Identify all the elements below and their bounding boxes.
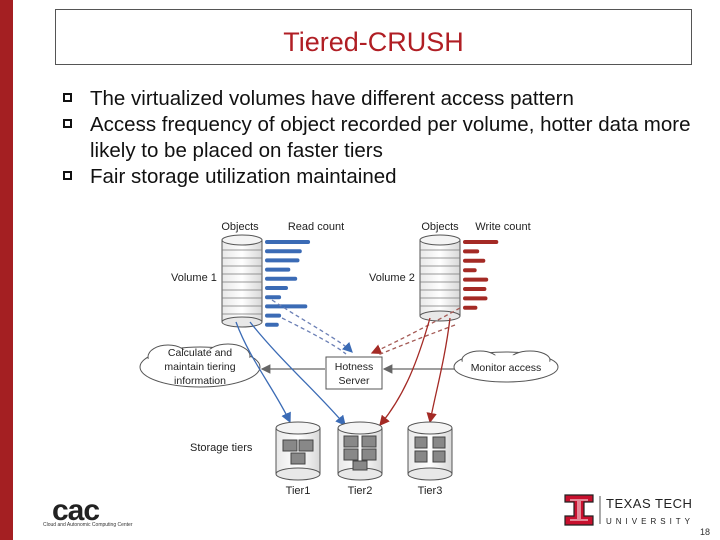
storage-tiers-label: Storage tiers: [190, 442, 253, 454]
ttu-line1: TEXAS TECH: [606, 496, 692, 511]
bullet-item: Fair storage utilization maintained: [62, 164, 712, 190]
bullet-item: The virtualized volumes have different a…: [62, 86, 712, 112]
double-t-logo: [564, 494, 594, 526]
write-count-bar: [463, 240, 499, 244]
read-count-bar: [265, 313, 282, 318]
calc-text-line: information: [174, 375, 226, 387]
tier1-label: Tier1: [286, 485, 311, 497]
read-count-bar: [265, 267, 291, 272]
read-count-bar: [265, 286, 288, 290]
write-count-bar: [463, 287, 487, 291]
square-bullet-icon: [63, 171, 72, 180]
hotness-server: Hotness Server: [325, 356, 383, 390]
dashed-read-flow-2: [281, 317, 347, 355]
bullet-text: Access frequency of object recorded per …: [90, 113, 691, 162]
calc-text-line: Calculate and: [168, 347, 232, 359]
bullet-item: Access frequency of object recorded per …: [62, 112, 712, 164]
dashed-write-flow-2: [377, 324, 456, 356]
page-number: 18: [699, 527, 710, 537]
write-count-bars: [463, 240, 499, 310]
read-to-tier2-arrow: [249, 321, 346, 426]
write-to-tier3-arrow: [426, 317, 451, 424]
cac-logo-text: cac: [52, 494, 99, 527]
read-count-bars: [265, 240, 311, 327]
tier2-label: Tier2: [348, 485, 373, 497]
server-text-line: Hotness: [335, 361, 374, 373]
read-count-bar: [265, 304, 308, 309]
title-box: Tiered-CRUSH: [55, 9, 692, 65]
read-to-tier1-arrow: [235, 321, 291, 424]
dashed-read-flow: [271, 299, 353, 353]
bullet-text: Fair storage utilization maintained: [90, 165, 397, 188]
volume2-cylinder: [419, 234, 461, 322]
cac-logo: cac Cloud and Autonomic Computing Center: [43, 494, 133, 528]
sidebar-stripe: [0, 0, 13, 540]
square-bullet-icon: [63, 93, 72, 102]
tier2-cylinder: [337, 421, 383, 481]
tier1-cylinder: [275, 421, 321, 481]
read-count-bar: [265, 258, 300, 263]
read-count-bar: [265, 240, 311, 244]
calc-text-line: maintain tiering: [164, 361, 235, 373]
square-bullet-icon: [63, 119, 72, 128]
vol1-objects-label: Objects: [221, 221, 259, 233]
bullet-list: The virtualized volumes have different a…: [62, 86, 712, 190]
write-count-bar: [463, 258, 486, 263]
write-count-bar: [463, 305, 478, 310]
read-count-bar: [265, 295, 282, 300]
read-count-bar: [265, 276, 298, 281]
slide-title: Tiered-CRUSH: [283, 27, 464, 57]
tier3-cylinder: [407, 421, 453, 481]
volume1-cylinder: [221, 234, 263, 328]
dashed-write-flow: [370, 307, 461, 355]
write-count-bar: [463, 249, 480, 254]
write-count-bar: [463, 296, 488, 301]
write-count-bar: [463, 277, 489, 282]
vol2-objects-label: Objects: [421, 221, 459, 233]
vol2-label: Volume 2: [369, 272, 415, 284]
server-text-line: Server: [339, 375, 370, 387]
calculate-cloud: Calculate and maintain tiering informati…: [139, 343, 261, 388]
monitor-text: Monitor access: [471, 362, 542, 374]
vol1-label: Volume 1: [171, 272, 217, 284]
tier3-label: Tier3: [418, 485, 443, 497]
read-count-bar: [265, 249, 302, 254]
cac-subtitle: Cloud and Autonomic Computing Center: [43, 522, 133, 528]
vol1-count-label: Read count: [288, 221, 344, 233]
write-to-tier2-arrow: [379, 317, 431, 426]
read-count-bar: [265, 322, 279, 327]
bullet-text: The virtualized volumes have different a…: [90, 87, 574, 110]
monitor-cloud: Monitor access: [453, 350, 559, 383]
write-count-bar: [463, 268, 477, 273]
ttu-line2: UNIVERSITY: [606, 517, 694, 526]
vol2-count-label: Write count: [475, 221, 530, 233]
